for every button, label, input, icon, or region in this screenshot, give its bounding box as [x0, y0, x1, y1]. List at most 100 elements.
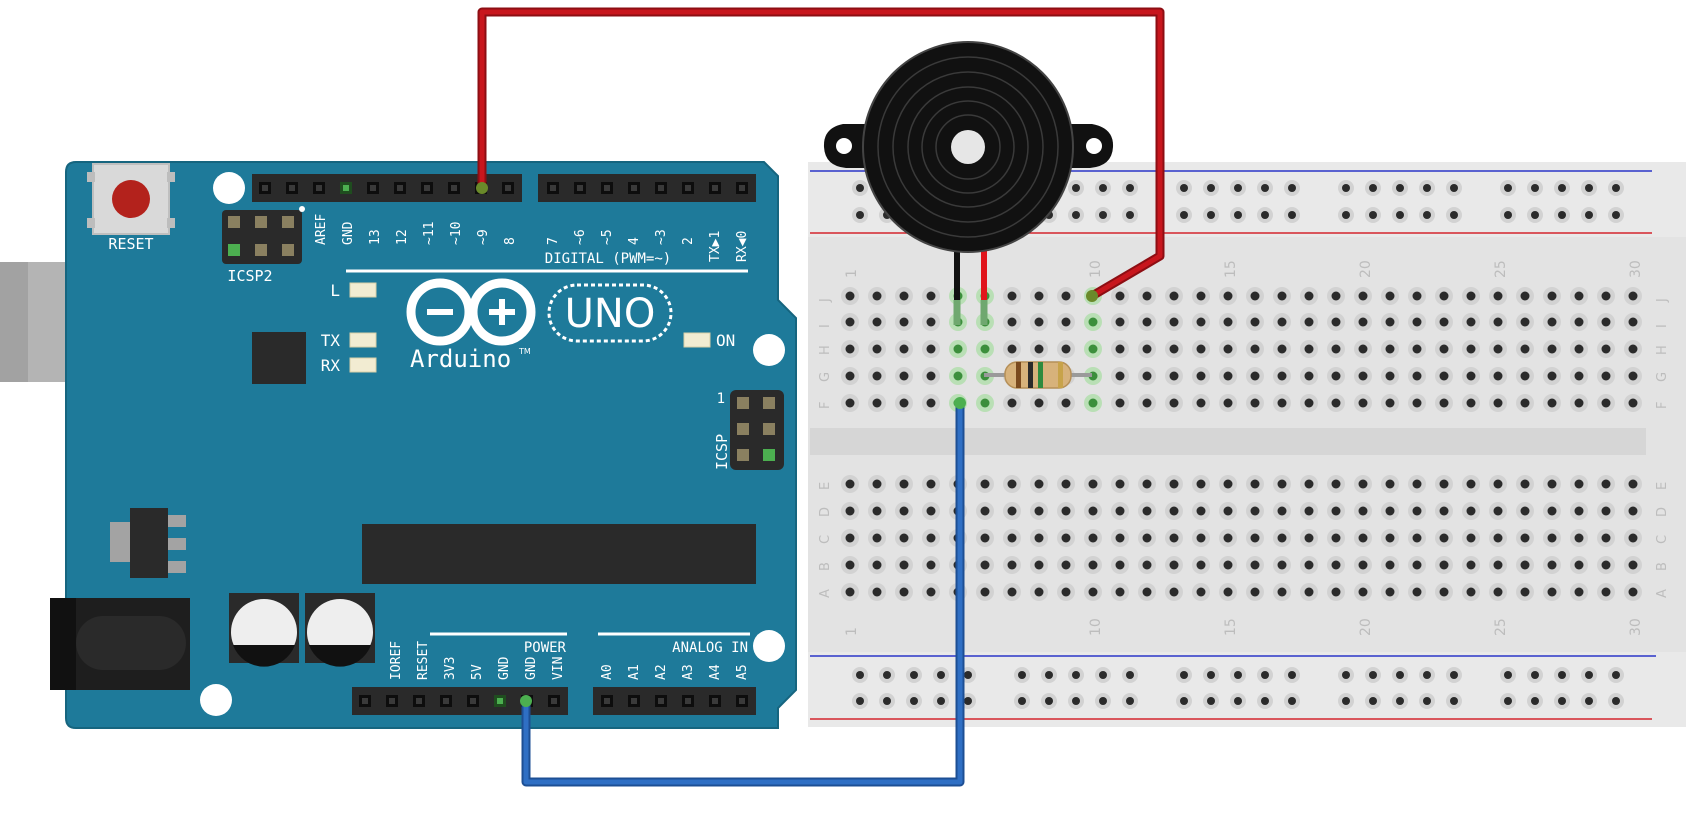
breadboard-hole[interactable] — [1034, 587, 1044, 597]
breadboard-hole[interactable] — [1007, 344, 1017, 354]
breadboard-hole[interactable] — [1385, 479, 1395, 489]
breadboard-hole[interactable] — [1358, 344, 1368, 354]
rail-hole[interactable] — [1045, 697, 1053, 705]
rail-hole[interactable] — [1531, 211, 1539, 219]
breadboard-hole[interactable] — [1358, 560, 1368, 570]
breadboard-hole[interactable] — [899, 344, 909, 354]
rail-hole[interactable] — [1558, 184, 1566, 192]
breadboard-hole[interactable] — [1115, 587, 1125, 597]
breadboard-hole[interactable] — [1547, 344, 1557, 354]
breadboard-hole[interactable] — [1493, 398, 1503, 408]
breadboard-hole[interactable] — [1547, 560, 1557, 570]
breadboard-hole[interactable] — [1277, 479, 1287, 489]
breadboard-hole[interactable] — [1196, 587, 1206, 597]
breadboard-hole[interactable] — [1331, 291, 1341, 301]
breadboard-hole[interactable] — [1493, 291, 1503, 301]
rail-hole[interactable] — [1531, 697, 1539, 705]
breadboard-hole[interactable] — [1358, 398, 1368, 408]
breadboard-hole[interactable] — [1061, 587, 1071, 597]
breadboard-hole[interactable] — [1547, 587, 1557, 597]
breadboard-hole[interactable] — [1439, 317, 1449, 327]
rail-hole[interactable] — [1396, 697, 1404, 705]
breadboard-hole[interactable] — [926, 317, 936, 327]
breadboard-hole[interactable] — [872, 371, 882, 381]
breadboard-hole[interactable] — [1115, 479, 1125, 489]
breadboard-hole[interactable] — [1466, 479, 1476, 489]
rail-hole[interactable] — [1180, 211, 1188, 219]
breadboard-hole[interactable] — [1196, 317, 1206, 327]
breadboard-hole[interactable] — [872, 398, 882, 408]
rail-hole[interactable] — [1531, 184, 1539, 192]
breadboard-hole[interactable] — [1088, 344, 1098, 354]
rail-hole[interactable] — [1612, 671, 1620, 679]
breadboard-hole[interactable] — [1385, 560, 1395, 570]
breadboard-hole[interactable] — [1196, 533, 1206, 543]
breadboard-hole[interactable] — [1412, 587, 1422, 597]
breadboard-hole[interactable] — [1196, 291, 1206, 301]
breadboard-hole[interactable] — [1574, 506, 1584, 516]
breadboard-hole[interactable] — [1628, 291, 1638, 301]
breadboard-hole[interactable] — [899, 398, 909, 408]
breadboard-hole[interactable] — [872, 291, 882, 301]
rail-hole[interactable] — [1288, 697, 1296, 705]
rail-hole[interactable] — [1288, 184, 1296, 192]
breadboard-hole[interactable] — [1223, 398, 1233, 408]
breadboard-hole[interactable] — [1250, 506, 1260, 516]
rail-hole[interactable] — [1396, 671, 1404, 679]
breadboard-hole[interactable] — [926, 291, 936, 301]
breadboard-hole[interactable] — [845, 398, 855, 408]
rail-hole[interactable] — [937, 697, 945, 705]
rail-hole[interactable] — [1558, 671, 1566, 679]
breadboard-hole[interactable] — [1088, 533, 1098, 543]
breadboard-hole[interactable] — [1142, 291, 1152, 301]
breadboard-hole[interactable] — [1277, 560, 1287, 570]
rail-hole[interactable] — [1450, 671, 1458, 679]
breadboard-hole[interactable] — [1520, 479, 1530, 489]
breadboard-hole[interactable] — [1628, 479, 1638, 489]
breadboard-hole[interactable] — [1520, 371, 1530, 381]
breadboard-hole[interactable] — [1412, 344, 1422, 354]
breadboard-hole[interactable] — [1088, 479, 1098, 489]
breadboard-hole[interactable] — [1034, 533, 1044, 543]
breadboard-hole[interactable] — [1628, 506, 1638, 516]
rail-hole[interactable] — [910, 671, 918, 679]
rail-hole[interactable] — [1369, 211, 1377, 219]
breadboard-hole[interactable] — [1466, 317, 1476, 327]
breadboard-hole[interactable] — [1196, 560, 1206, 570]
breadboard-hole[interactable] — [1466, 398, 1476, 408]
breadboard-hole[interactable] — [1088, 587, 1098, 597]
breadboard-hole[interactable] — [1331, 479, 1341, 489]
rail-hole[interactable] — [1207, 697, 1215, 705]
breadboard-hole[interactable] — [845, 533, 855, 543]
breadboard-hole[interactable] — [1034, 398, 1044, 408]
breadboard-hole[interactable] — [1088, 506, 1098, 516]
rail-hole[interactable] — [1585, 184, 1593, 192]
rail-hole[interactable] — [1369, 671, 1377, 679]
breadboard-hole[interactable] — [899, 317, 909, 327]
breadboard-hole[interactable] — [1304, 291, 1314, 301]
breadboard-hole[interactable] — [1520, 398, 1530, 408]
rail-hole[interactable] — [1558, 211, 1566, 219]
breadboard-hole[interactable] — [1358, 291, 1368, 301]
rail-hole[interactable] — [1261, 671, 1269, 679]
breadboard-hole[interactable] — [1385, 317, 1395, 327]
breadboard-hole[interactable] — [1169, 587, 1179, 597]
breadboard-hole[interactable] — [1196, 398, 1206, 408]
breadboard-hole[interactable] — [1061, 291, 1071, 301]
breadboard-hole[interactable] — [1007, 317, 1017, 327]
breadboard-hole[interactable] — [899, 371, 909, 381]
breadboard-hole[interactable] — [1358, 587, 1368, 597]
breadboard-hole[interactable] — [1493, 587, 1503, 597]
breadboard-hole[interactable] — [1331, 398, 1341, 408]
breadboard-hole[interactable] — [926, 560, 936, 570]
rail-hole[interactable] — [1180, 184, 1188, 192]
rail-hole[interactable] — [1342, 211, 1350, 219]
breadboard-hole[interactable] — [1520, 560, 1530, 570]
rail-hole[interactable] — [1585, 697, 1593, 705]
rail-hole[interactable] — [1126, 184, 1134, 192]
breadboard-hole[interactable] — [1115, 291, 1125, 301]
rail-hole[interactable] — [1180, 671, 1188, 679]
breadboard-hole[interactable] — [1007, 479, 1017, 489]
rail-hole[interactable] — [1612, 184, 1620, 192]
breadboard-hole[interactable] — [1547, 479, 1557, 489]
